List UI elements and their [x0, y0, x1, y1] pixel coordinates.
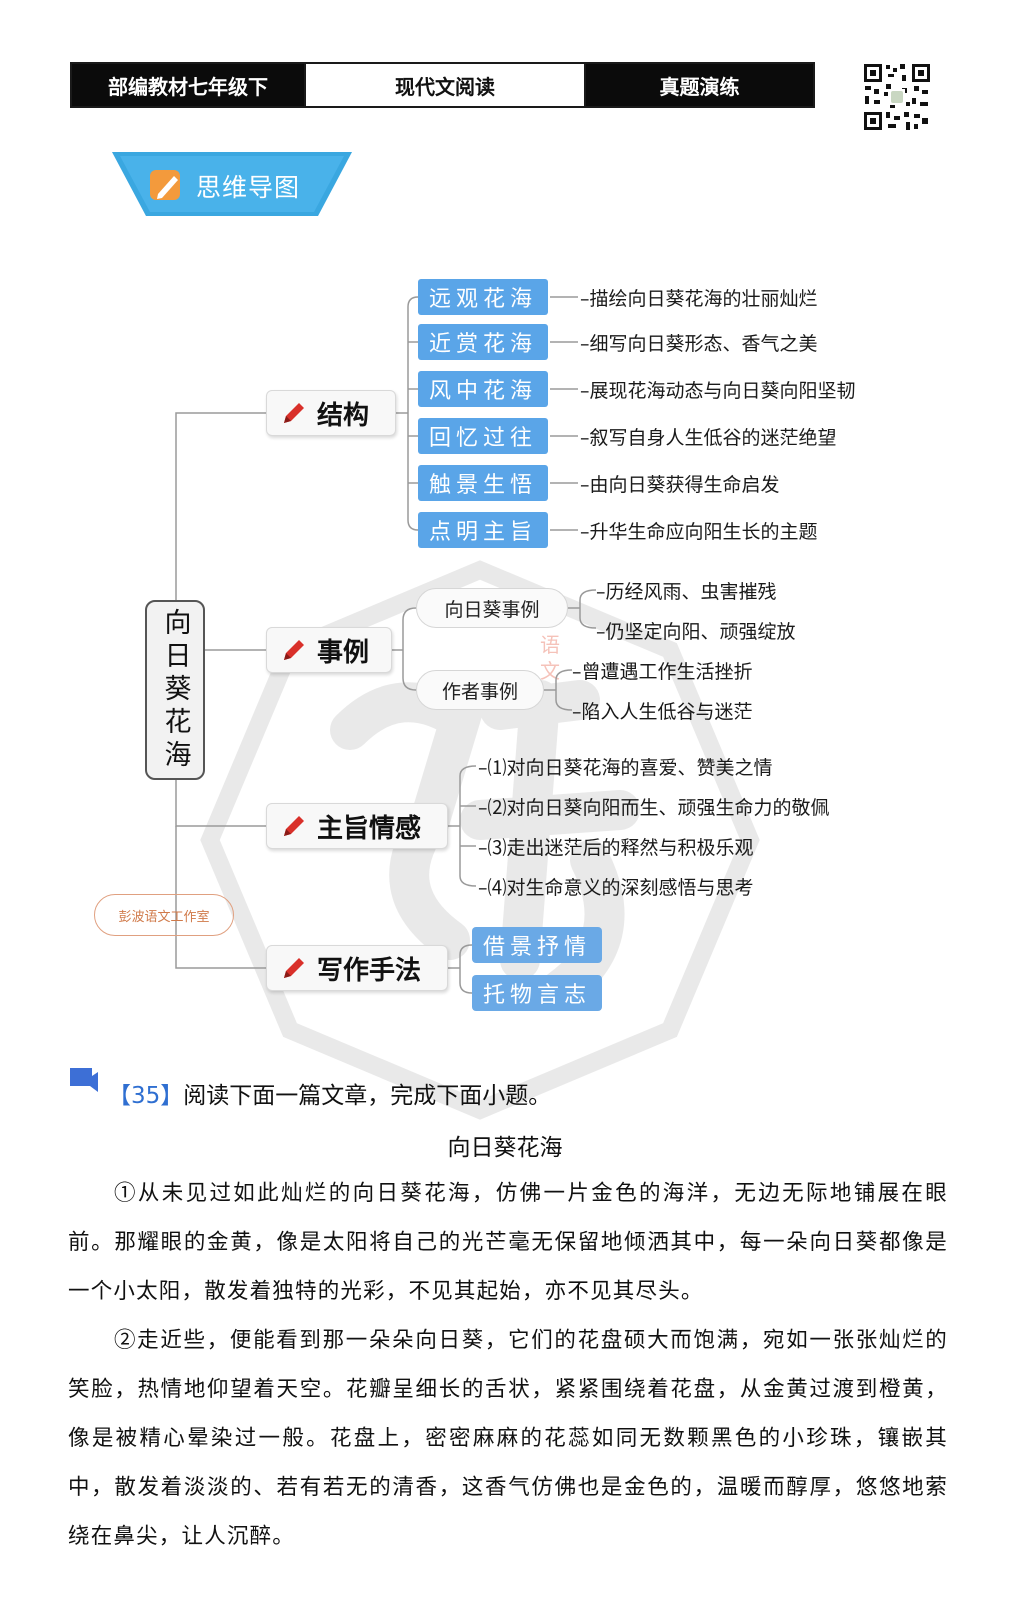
structure-box-2: 近赏花海 [418, 324, 548, 360]
sub-author-examples: 作者事例 [416, 670, 544, 710]
pencil-icon [284, 403, 304, 423]
question-heading: 【35】阅读下面一篇文章，完成下面小题。 [108, 1076, 551, 1110]
structure-box-5: 触景生悟 [418, 465, 548, 501]
bookmark-icon [70, 1068, 98, 1092]
sunflower-leaf-2: –仍坚定向阳、顽强绽放 [596, 621, 796, 643]
theme-leaf-3: –⑶走出迷茫后的释然与积极乐观 [478, 837, 754, 859]
header-subject: 现代文阅读 [304, 64, 586, 106]
article-title: 向日葵花海 [447, 1135, 563, 1161]
branch-writing-label: 写作手法 [317, 955, 422, 986]
branch-examples: 事例 [266, 627, 392, 673]
pencil-icon [284, 640, 304, 660]
branch-theme-label: 主旨情感 [317, 813, 422, 844]
sunflower-leaf-1: –历经风雨、虫害摧残 [596, 581, 777, 603]
article-paragraph-2: ②走近些，便能看到那一朵朵向日葵，它们的花盘硕大而饱满，宛如一张张灿烂的笑脸，热… [68, 1328, 948, 1549]
structure-box-4: 回忆过往 [418, 418, 548, 454]
theme-leaf-4: –⑷对生命意义的深刻感悟与思考 [478, 877, 754, 899]
header-bar: 部编教材七年级下 现代文阅读 真题演练 [70, 62, 815, 108]
header-section: 真题演练 [586, 64, 813, 106]
article-paragraph-1: ①从未见过如此灿烂的向日葵花海，仿佛一片金色的海洋，无边无际地铺展在眼前。那耀眼… [68, 1181, 948, 1304]
branch-theme: 主旨情感 [266, 803, 448, 849]
watermark-side-text: 语文 [540, 633, 560, 683]
theme-leaf-1: –⑴对向日葵花海的喜爱、赞美之情 [478, 757, 773, 779]
author-leaf-1: –曾遭遇工作生活挫折 [572, 661, 753, 683]
pencil-icon [284, 816, 304, 836]
structure-box-6: 点明主旨 [418, 512, 548, 548]
studio-stamp: 彭波语文工作室 [94, 894, 234, 936]
structure-desc-6: –升华生命应向阳生长的主题 [580, 521, 818, 543]
theme-leaf-2: –⑵对向日葵向阳而生、顽强生命力的敬佩 [478, 797, 830, 819]
structure-desc-2: –细写向日葵形态、香气之美 [580, 333, 818, 355]
structure-box-3: 风中花海 [418, 371, 548, 407]
structure-desc-3: –展现花海动态与向日葵向阳坚韧 [580, 380, 856, 402]
header-grade: 部编教材七年级下 [72, 64, 304, 106]
mindmap-center-node: 向日葵花海 [145, 600, 205, 780]
branch-structure-label: 结构 [317, 400, 370, 431]
mindmap-banner [112, 152, 352, 216]
branch-writing: 写作手法 [266, 945, 448, 991]
center-label: 向日葵花海 [159, 607, 191, 773]
author-leaf-2: –陷入人生低谷与迷茫 [572, 701, 753, 723]
pencil-icon [284, 958, 304, 978]
branch-examples-label: 事例 [317, 637, 370, 668]
sub-sunflower-examples: 向日葵事例 [416, 588, 568, 628]
banner-label: 思维导图 [196, 173, 301, 202]
writing-box-2: 托物言志 [472, 975, 602, 1011]
question-prompt: 阅读下面一篇文章，完成下面小题。 [183, 1083, 552, 1109]
structure-desc-5: –由向日葵获得生命启发 [580, 474, 780, 496]
structure-box-1: 远观花海 [418, 279, 548, 315]
question-number: 【35】 [108, 1083, 184, 1109]
branch-structure: 结构 [266, 390, 396, 436]
qr-code-icon [862, 62, 932, 132]
writing-box-1: 借景抒情 [472, 927, 602, 963]
structure-desc-1: –描绘向日葵花海的壮丽灿烂 [580, 288, 818, 310]
structure-desc-4: –叙写自身人生低谷的迷茫绝望 [580, 427, 837, 449]
